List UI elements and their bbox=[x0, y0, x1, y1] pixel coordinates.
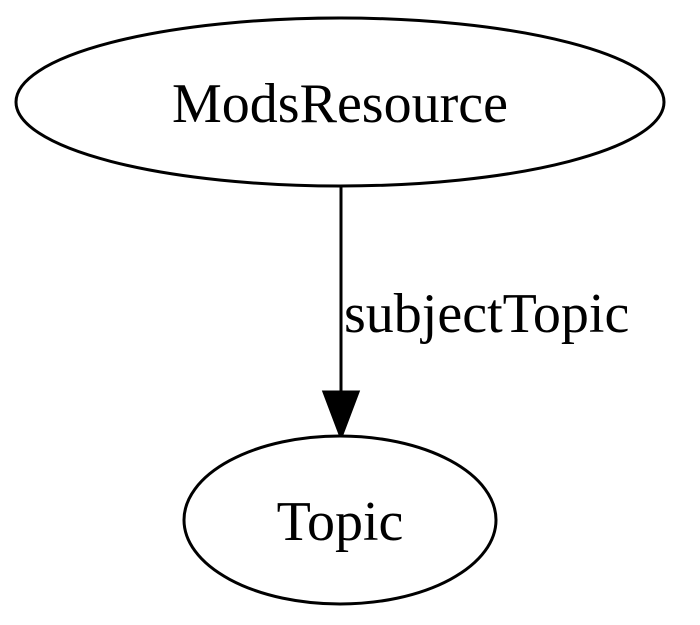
node-topic-label: Topic bbox=[277, 491, 404, 553]
edge-subject-topic[interactable]: subjectTopic bbox=[321, 187, 629, 442]
node-mods-resource-shape bbox=[14, 16, 666, 188]
node-topic-shape bbox=[182, 434, 498, 606]
node-mods-resource[interactable]: ModsResource bbox=[14, 16, 666, 188]
node-mods-resource-label: ModsResource bbox=[172, 73, 508, 135]
edge-subject-topic-arrowhead bbox=[321, 390, 361, 442]
node-topic[interactable]: Topic bbox=[182, 434, 498, 606]
edge-subject-topic-label: subjectTopic bbox=[344, 283, 629, 345]
